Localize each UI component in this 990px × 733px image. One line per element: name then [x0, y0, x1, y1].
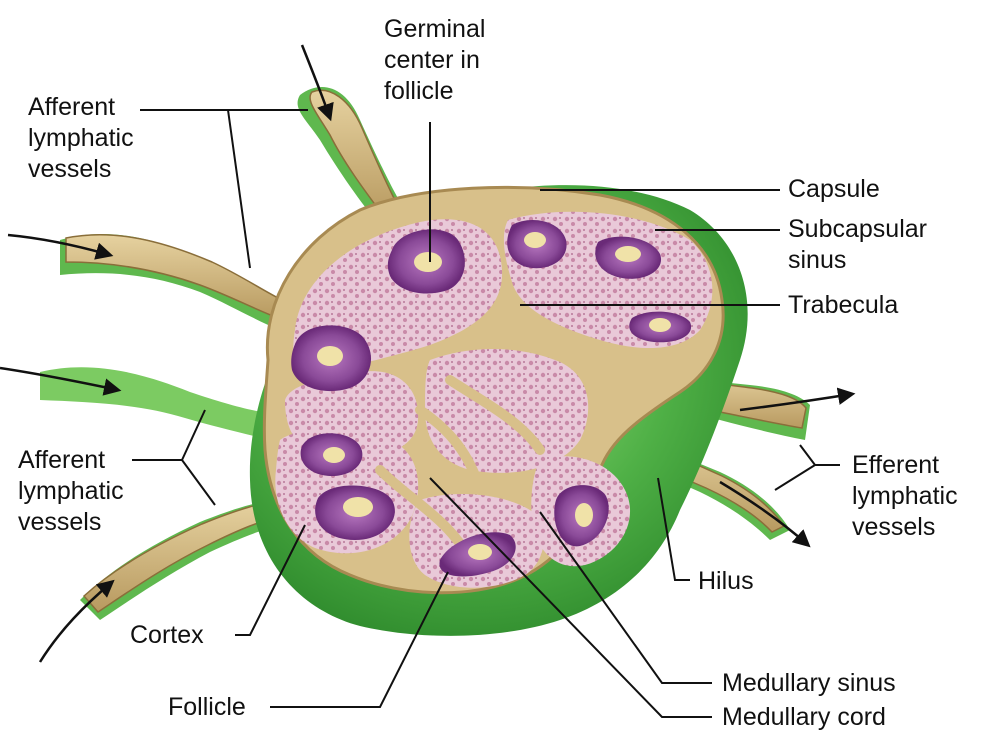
afferent-vessel-left-middle: [40, 367, 262, 438]
label-afferent-lymphatic-vessels-bottom: Afferent lymphatic vessels: [18, 445, 124, 538]
label-capsule: Capsule: [788, 174, 880, 205]
label-trabecula: Trabecula: [788, 290, 898, 321]
label-medullary-sinus: Medullary sinus: [722, 668, 896, 699]
afferent-vessel-left-upper: [60, 234, 285, 330]
label-cortex: Cortex: [130, 620, 204, 651]
label-efferent-lymphatic-vessels: Efferent lymphatic vessels: [852, 450, 958, 543]
label-germinal-center: Germinal center in follicle: [384, 14, 485, 107]
leader-efferent: [775, 445, 840, 490]
label-subcapsular-sinus: Subcapsular sinus: [788, 214, 927, 276]
label-follicle: Follicle: [168, 692, 246, 723]
label-afferent-lymphatic-vessels-top: Afferent lymphatic vessels: [28, 92, 134, 185]
label-medullary-cord: Medullary cord: [722, 702, 886, 733]
label-hilus: Hilus: [698, 566, 754, 597]
leader-afferent-bottom: [132, 410, 215, 505]
